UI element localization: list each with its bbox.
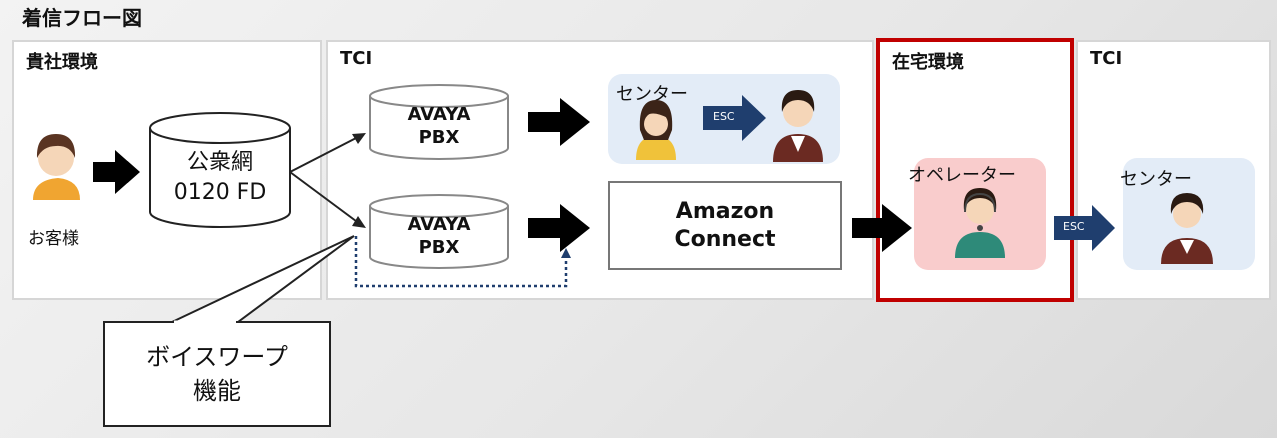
pbx-bottom-cylinder [369,194,509,269]
arrow-connect-to-operator [852,204,912,252]
operator-headset-icon [955,188,1005,258]
panel-tci-main-title: TCI [340,48,373,69]
pbx-top-cylinder [369,84,509,160]
panel-customer-env-title: 貴社環境 [26,52,98,73]
callout-pointer [171,235,355,323]
center-right-label: センター [1120,169,1192,190]
amazon-connect-line2: Connect [674,226,776,252]
esc-label-top: ESC [713,110,735,123]
pbx-top-line1: AVAYA [407,104,471,125]
female-agent-icon [636,100,676,160]
public-network-cylinder [149,112,291,228]
amazon-connect-box: Amazon Connect [608,181,842,270]
diagram-title: 着信フロー図 [22,6,142,30]
public-network-label: 公衆網 0120 FD [150,148,290,208]
center-right-agent-icon [1161,193,1213,264]
center-top-label: センター [616,84,688,105]
callout-label: ボイスワープ 機能 [104,340,330,408]
arrow-pbx-top-to-center [528,98,590,146]
panel-tci-right-title: TCI [1090,48,1123,69]
pbx-top-line2: PBX [418,127,460,148]
esc-arrow-right [1054,205,1115,251]
voice-warp-loop [354,236,568,288]
line-network-to-pbx-top [289,135,361,173]
amazon-connect-line1: Amazon [675,198,775,224]
callout-line2: 機能 [193,377,241,405]
operator-label: オペレーター [908,165,1016,186]
pbx-bottom-line2: PBX [418,237,460,258]
pbx-top-label: AVAYA PBX [370,103,508,149]
public-network-line1: 公衆網 [186,150,253,175]
line-network-to-pbx-bottom [289,171,361,225]
customer-label: お客様 [28,229,79,249]
arrow-pbx-bottom-to-connect [528,204,590,252]
male-supervisor-icon [773,90,823,162]
panel-home-env-title: 在宅環境 [892,52,964,73]
public-network-line2: 0120 FD [173,180,267,205]
pbx-bottom-label: AVAYA PBX [370,213,508,259]
esc-arrow-top [703,95,766,141]
callout-box [103,321,331,427]
customer-person-icon [33,134,80,200]
esc-label-right: ESC [1063,220,1085,233]
callout-line1: ボイスワープ [146,343,288,371]
arrow-customer-to-network [93,150,140,194]
pbx-bottom-line1: AVAYA [407,214,471,235]
